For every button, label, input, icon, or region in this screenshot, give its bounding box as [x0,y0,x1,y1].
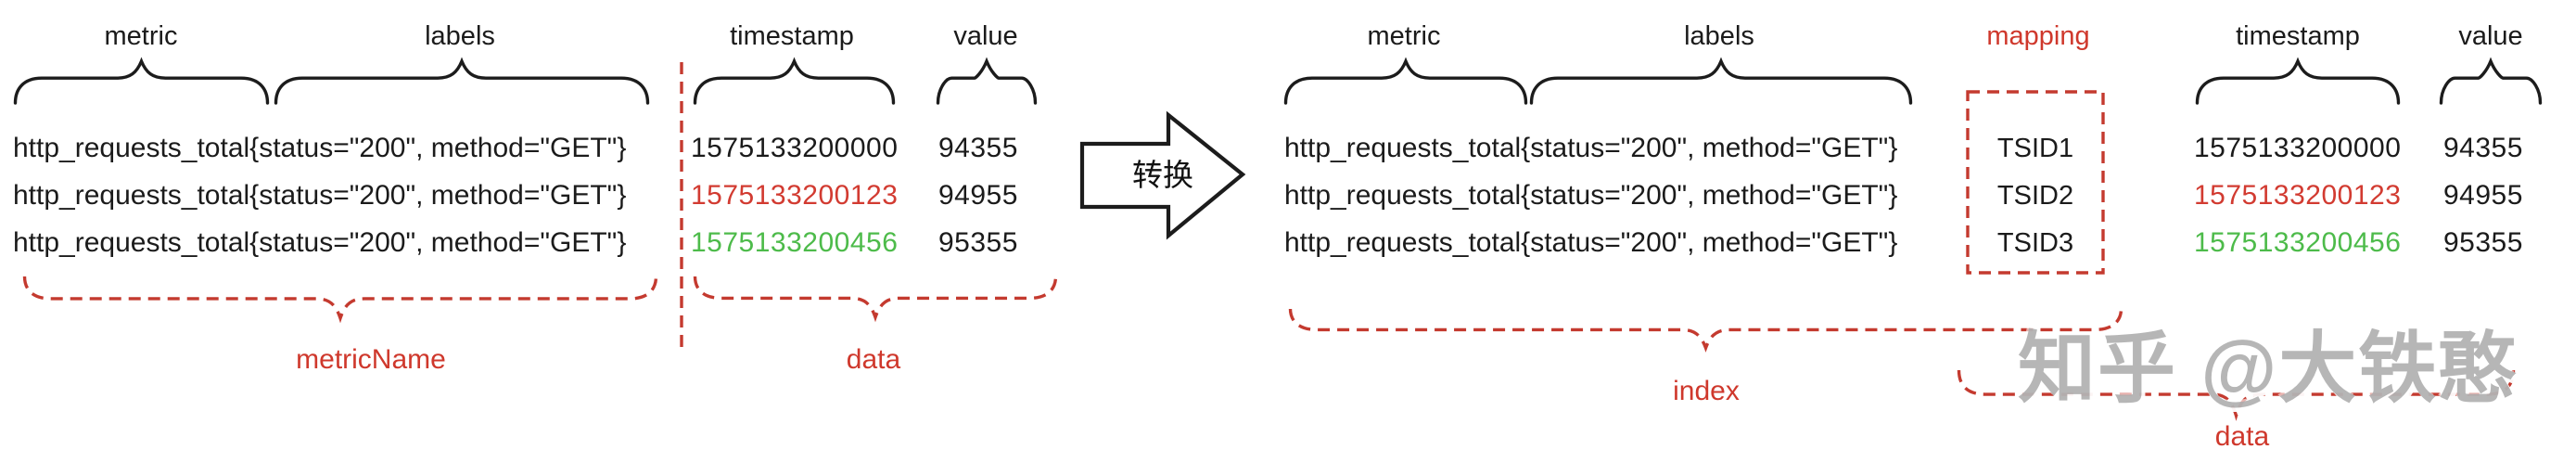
series-cell: http_requests_total{status="200", method… [1284,227,1898,258]
value-cell: 94355 [938,133,1018,163]
left-metric-brace [13,57,270,105]
timestamp-cell: 1575133200456 [2194,227,2402,258]
right-header-value: value [2458,21,2523,51]
value-cell: 94955 [2443,180,2523,211]
left-timestamp-brace [693,57,896,105]
metric-name-underbrace [22,276,658,324]
tsid-cell: TSID1 [1996,134,2074,163]
right-timestamp-brace [2195,57,2401,105]
right-header-labels: labels [1684,21,1754,51]
left-header-labels: labels [425,21,495,51]
tsid-cell: TSID3 [1996,228,2074,258]
value-cell: 95355 [938,227,1018,258]
timestamp-cell: 1575133200123 [691,180,899,211]
left-labels-brace [274,57,650,105]
value-cell: 94955 [938,180,1018,211]
left-header-metric: metric [104,21,178,51]
series-cell: http_requests_total{status="200", method… [1284,133,1898,163]
transform-arrow-label: 转换 [1132,158,1193,192]
metric-name-label: metricName [296,344,446,375]
left-value-brace [936,57,1038,105]
right-labels-brace [1529,57,1913,105]
timestamp-cell: 1575133200456 [691,227,899,258]
timestamp-cell: 1575133200000 [691,133,899,163]
mapping-box [1966,90,2105,275]
tsid-cell: TSID2 [1996,181,2074,211]
left-data-label: data [846,344,901,375]
right-value-brace [2439,57,2543,105]
transform-arrow [1079,110,1246,240]
series-cell: http_requests_total{status="200", method… [1284,180,1898,211]
right-metric-brace [1283,57,1528,105]
watermark: 知乎 @大铁憨 [2018,325,2519,412]
left-data-underbrace [693,276,1058,323]
timestamp-cell: 1575133200000 [2194,133,2402,163]
right-header-timestamp: timestamp [2236,21,2360,51]
value-cell: 95355 [2443,227,2523,258]
left-header-value: value [953,21,1018,51]
left-header-timestamp: timestamp [730,21,854,51]
index-underbrace [1288,308,2123,353]
timestamp-cell: 1575133200123 [2194,180,2402,211]
right-data-label: data [2214,421,2270,452]
index-label: index [1673,376,1740,406]
right-header-metric: metric [1367,21,1441,51]
series-cell: http_requests_total{status="200", method… [13,227,627,258]
series-cell: http_requests_total{status="200", method… [13,180,627,211]
left-data-separator-line [680,62,683,352]
right-header-mapping: mapping [1986,21,2090,51]
series-cell: http_requests_total{status="200", method… [13,133,627,163]
value-cell: 94355 [2443,133,2523,163]
right-data-underbrace [1957,369,2516,422]
